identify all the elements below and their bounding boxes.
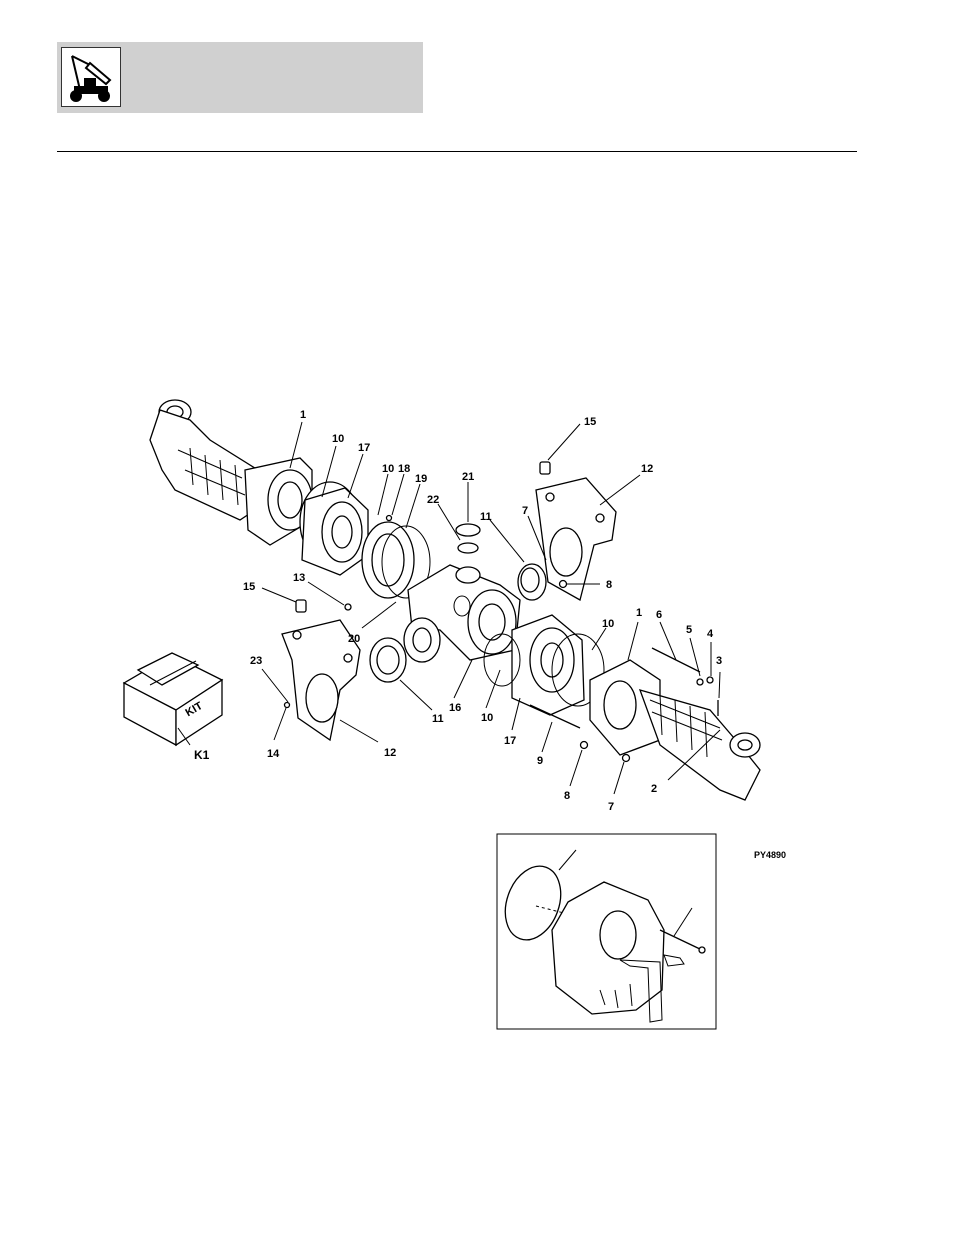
bushing-upper [518, 564, 546, 600]
kit-box: KIT [124, 653, 222, 745]
o-ring-21 [456, 524, 480, 536]
callout-7-upper: 7 [522, 505, 528, 517]
callout-21: 21 [462, 471, 474, 483]
callout-5: 5 [686, 624, 692, 636]
callout-23: 23 [250, 655, 262, 667]
plug-18 [387, 516, 392, 521]
bushing-lower [370, 638, 406, 682]
callout-16: 16 [449, 702, 461, 714]
figure-id: PY4890 [754, 850, 786, 860]
callout-10-mid: 10 [382, 463, 394, 475]
callout-17-left: 17 [358, 442, 370, 454]
nut-7-lower [623, 755, 630, 762]
callout-19: 19 [415, 473, 427, 485]
callout-15-lower: 15 [243, 581, 255, 593]
trunnion-upper [536, 462, 616, 600]
screw-13 [345, 604, 351, 610]
inset-detail [496, 834, 716, 1029]
nut-8-upper [560, 581, 567, 588]
axle-housing-left [150, 400, 312, 545]
callout-8-lower: 8 [564, 790, 570, 802]
o-ring-22 [458, 543, 478, 553]
brake-carrier-left [300, 482, 368, 575]
callout-22: 22 [427, 494, 439, 506]
callout-6: 6 [656, 609, 662, 621]
callout-18: 18 [398, 463, 410, 475]
callout-k1: K1 [194, 748, 210, 762]
callout-7-lower: 7 [608, 801, 614, 813]
callout-11-upper: 11 [480, 511, 492, 523]
callout-15-upper: 15 [584, 416, 596, 428]
axle-housing-right [590, 660, 760, 800]
callout-17-right: 17 [504, 735, 516, 747]
callout-12-lower: 12 [384, 747, 396, 759]
washer-5 [697, 679, 703, 685]
trunnion-lower [282, 600, 360, 740]
fitting-14 [285, 703, 290, 708]
callout-9: 9 [537, 755, 543, 767]
callout-12-upper: 12 [641, 463, 653, 475]
callout-4: 4 [707, 628, 714, 640]
grease-fitting-15 [540, 462, 550, 474]
callout-3: 3 [716, 655, 722, 667]
nut-8-lower [581, 742, 588, 749]
center-housing [404, 565, 520, 662]
callout-1-right: 1 [636, 607, 642, 619]
callout-10-left: 10 [332, 433, 344, 445]
callout-10-right: 10 [602, 618, 614, 630]
callout-2: 2 [651, 783, 657, 795]
callout-13: 13 [293, 572, 305, 584]
grease-fitting-15-lower [296, 600, 306, 612]
callout-1-left: 1 [300, 409, 306, 421]
callout-8-upper: 8 [606, 579, 612, 591]
nut-4 [707, 677, 713, 683]
callout-14: 14 [267, 748, 280, 760]
callout-11-lower: 11 [432, 713, 444, 725]
callout-20: 20 [348, 633, 360, 645]
callout-10-lower: 10 [481, 712, 493, 724]
